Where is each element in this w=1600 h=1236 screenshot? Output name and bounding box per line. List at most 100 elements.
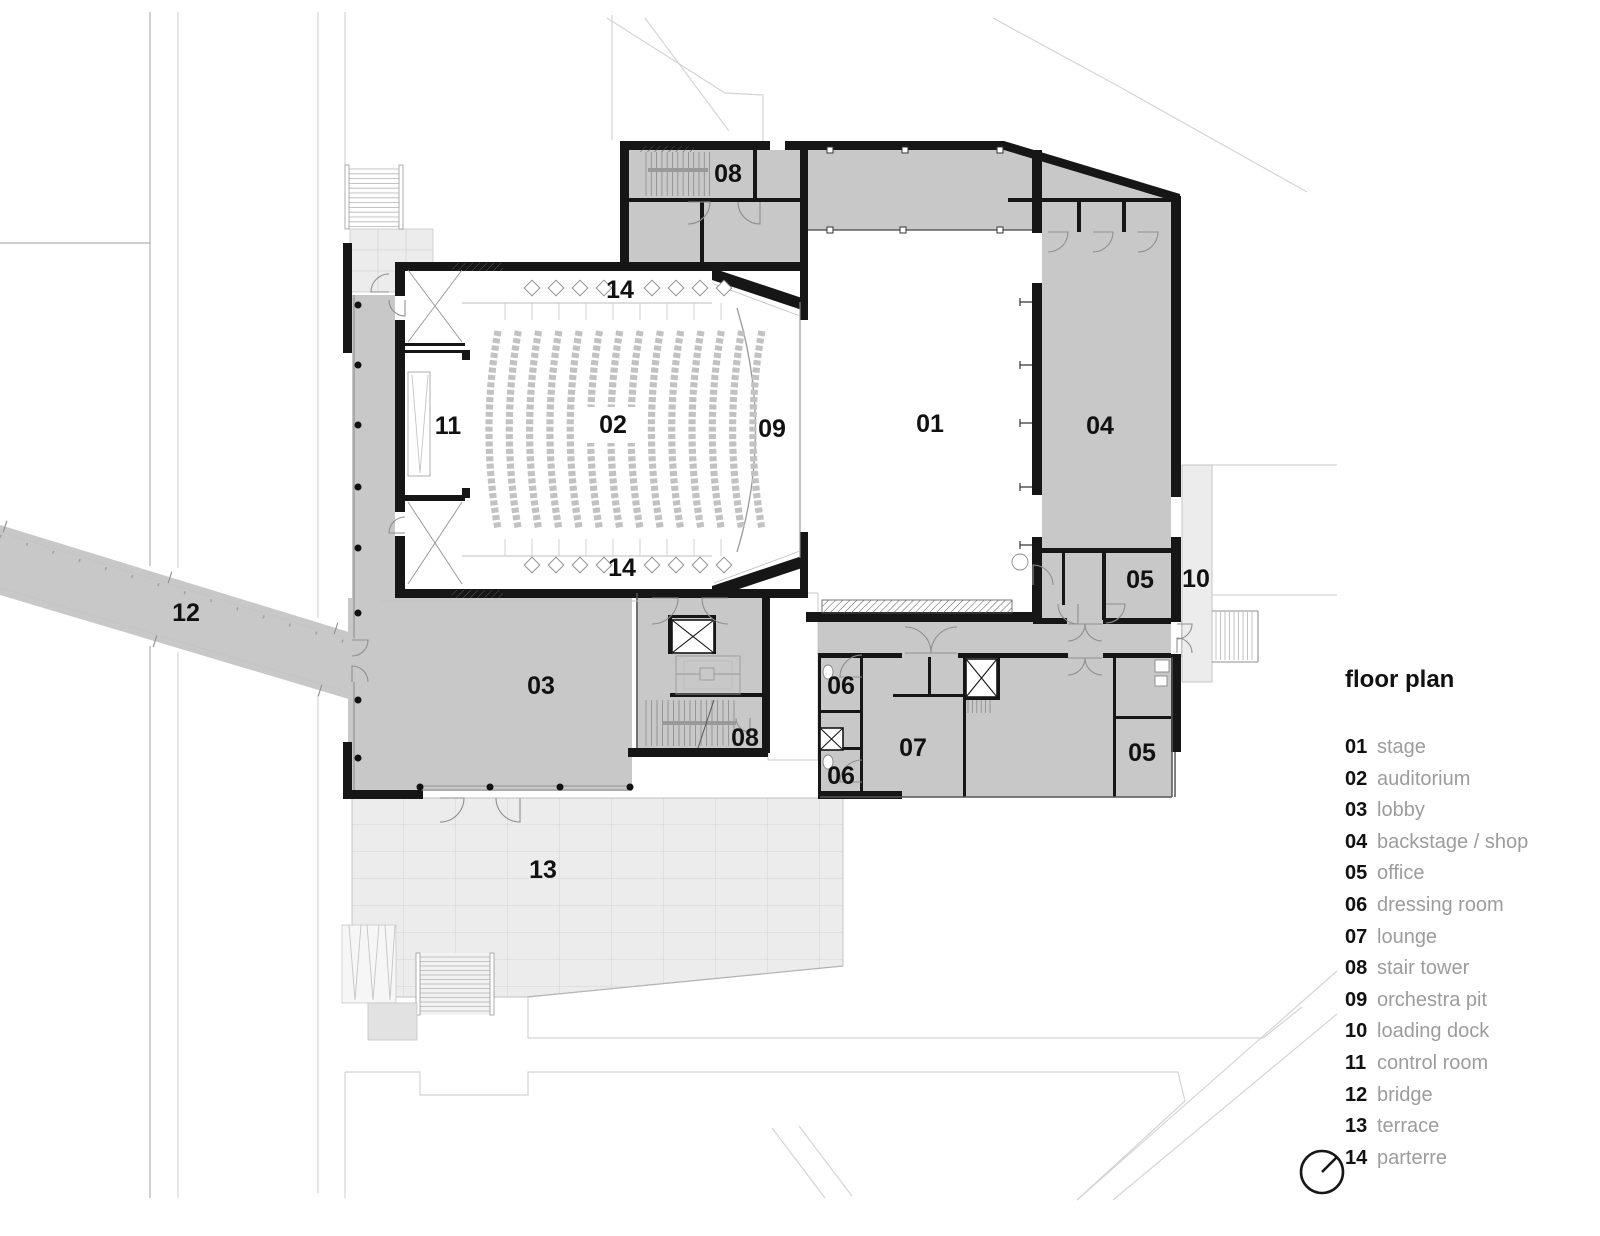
speaker-diamond-icon xyxy=(643,556,661,574)
legend-item-label: auditorium xyxy=(1377,767,1471,790)
room-label-04: 04 xyxy=(1086,412,1114,440)
door-swings xyxy=(351,201,1193,823)
speaker-diamond-icon xyxy=(691,556,709,574)
room-label-02: 02 xyxy=(599,411,627,439)
speaker-diamond-icon xyxy=(667,279,685,297)
legend-item-number: 07 xyxy=(1345,925,1368,948)
stair-treads xyxy=(645,152,710,196)
room-stage xyxy=(808,230,1032,612)
room-label-08: 08 xyxy=(731,724,759,752)
legend-item-07: 07 lounge xyxy=(1345,922,1575,954)
legend-item-number: 08 xyxy=(1345,957,1368,980)
legend-item-12: 12 bridge xyxy=(1345,1080,1575,1112)
room-label-13: 13 xyxy=(529,856,557,884)
speaker-diamond-icon xyxy=(547,279,565,297)
legend-item-number: 13 xyxy=(1345,1115,1368,1138)
legend-item-05: 05 office xyxy=(1345,858,1575,890)
door-swing-icon xyxy=(735,717,751,733)
legend-item-number: 12 xyxy=(1345,1083,1368,1106)
legend-item-label: terrace xyxy=(1377,1115,1440,1138)
legend-item-13: 13 terrace xyxy=(1345,1111,1575,1143)
room-label-14: 14 xyxy=(606,276,634,304)
elevator-icon xyxy=(671,619,998,751)
stage-north-band xyxy=(808,150,1032,230)
vent-hatch xyxy=(640,146,694,152)
door-swing-icon xyxy=(687,201,711,225)
legend-item-label: bridge xyxy=(1377,1083,1433,1106)
door-swing-icon xyxy=(388,516,406,534)
door-swing-icon xyxy=(351,665,369,683)
plan-details xyxy=(351,146,1193,823)
legend-item-label: stair tower xyxy=(1377,957,1470,980)
legend-item-number: 02 xyxy=(1345,767,1368,790)
door-swing-icon xyxy=(839,654,863,678)
door-swing-icon xyxy=(839,759,863,783)
vestibule-nw xyxy=(405,268,465,348)
stage-edge-hatch xyxy=(821,599,1013,614)
legend-item-number: 11 xyxy=(1345,1051,1367,1074)
stage-ticks xyxy=(1019,298,1032,549)
door-swing-icon xyxy=(737,201,761,225)
speaker-diamond-icon xyxy=(523,279,541,297)
door-swing-icon xyxy=(439,797,465,823)
door-swing-icon xyxy=(1176,623,1193,640)
legend-item-label: dressing room xyxy=(1377,893,1504,916)
legend-item-number: 04 xyxy=(1345,830,1368,853)
west-foyer-strip xyxy=(352,295,397,598)
legend-item-08: 08 stair tower xyxy=(1345,953,1575,985)
planting-strip xyxy=(341,924,418,1041)
door-swing-icon xyxy=(651,597,679,625)
door-swing-icon xyxy=(351,639,369,657)
stair-rail xyxy=(662,721,736,725)
legend-item-label: orchestra pit xyxy=(1377,988,1488,1011)
door-swing-icon xyxy=(930,626,958,654)
loading-dock xyxy=(1181,464,1259,683)
legend-item-number: 05 xyxy=(1345,862,1368,885)
legend-item-label: stage xyxy=(1377,736,1426,758)
vent-hatch xyxy=(452,590,503,598)
speaker-diamond-icon xyxy=(523,556,541,574)
legend-item-02: 02 auditorium xyxy=(1345,764,1575,796)
door-swing-icon xyxy=(1057,603,1079,625)
elevator-car-detail xyxy=(675,655,741,695)
room-label-14: 14 xyxy=(608,554,636,582)
legend-item-label: lounge xyxy=(1377,925,1438,948)
door-swing-icon xyxy=(495,797,521,823)
door-swing-icon xyxy=(1047,231,1069,253)
speaker-diamond-icon xyxy=(595,279,613,297)
legend-item-label: office xyxy=(1377,862,1425,885)
control-room-desk xyxy=(407,371,431,477)
door-swing-icon xyxy=(1032,564,1054,586)
room-label-11: 11 xyxy=(435,412,462,440)
door-swing-icon xyxy=(1092,231,1114,253)
speaker-diamond-icon xyxy=(595,556,613,574)
door-swing-icon xyxy=(1084,657,1103,676)
stair-rail xyxy=(648,168,708,172)
wall-openings xyxy=(395,141,1181,654)
speaker-diamond-icon xyxy=(715,556,733,574)
fixtures xyxy=(822,553,1170,770)
speaker-diamond-icon xyxy=(643,279,661,297)
door-swing-icon xyxy=(1137,231,1159,253)
room-backstage-shop xyxy=(1042,161,1172,548)
door-swing-icon xyxy=(370,273,390,293)
speaker-diamond-icon xyxy=(571,279,589,297)
door-swing-icon xyxy=(1084,623,1103,642)
speaker-diamond-icon xyxy=(667,556,685,574)
room-label-07: 07 xyxy=(899,734,927,762)
room-label-06: 06 xyxy=(827,762,855,790)
room-label-05: 05 xyxy=(1128,739,1156,767)
legend-title: floor plan xyxy=(1345,666,1455,693)
room-label-06: 06 xyxy=(827,672,855,700)
speaker-diamond-icon xyxy=(571,556,589,574)
